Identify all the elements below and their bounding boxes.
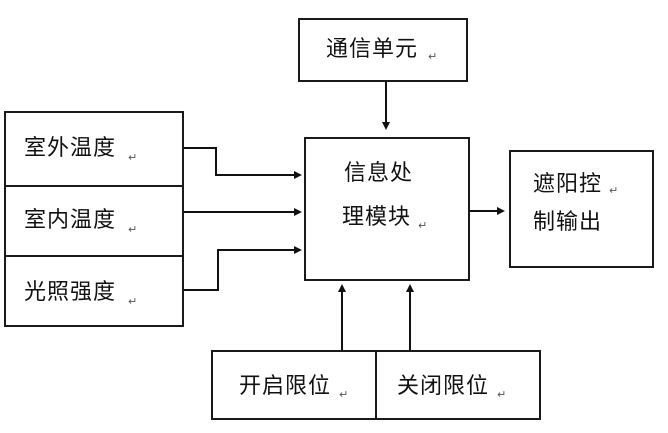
- outdoor-temp-box: 室外温度 ↵: [4, 111, 184, 187]
- processor-label-line2: 理模块: [342, 205, 412, 230]
- arrow-light-to-processor: [182, 246, 302, 291]
- paragraph-mark: ↵: [128, 223, 138, 236]
- shading-output-label-line1: 遮阳控: [533, 172, 603, 197]
- paragraph-mark: ↵: [609, 184, 619, 197]
- shading-output-box: 遮阳控 ↵ 制输出: [509, 150, 654, 268]
- outdoor-temp-label: 室外温度: [24, 136, 117, 161]
- paragraph-mark: ↵: [339, 388, 349, 401]
- paragraph-mark: ↵: [497, 388, 507, 401]
- processor-label-line1: 信息处: [344, 161, 414, 186]
- paragraph-mark: ↵: [418, 219, 428, 232]
- open-limit-label: 开启限位: [239, 374, 332, 399]
- shading-output-label-line2: 制输出: [533, 210, 603, 235]
- paragraph-mark: ↵: [128, 295, 138, 308]
- paragraph-mark: ↵: [428, 50, 438, 63]
- processor-box: 信息处 理模块 ↵: [304, 137, 470, 281]
- paragraph-mark: ↵: [128, 151, 138, 164]
- arrow-outdoor-to-processor: [182, 147, 302, 179]
- indoor-temp-box: 室内温度 ↵: [4, 185, 184, 257]
- open-limit-box: 开启限位 ↵: [211, 350, 377, 420]
- indoor-temp-label: 室内温度: [24, 208, 117, 233]
- light-intensity-label: 光照强度: [24, 280, 117, 305]
- close-limit-box: 关闭限位 ↵: [375, 350, 541, 420]
- close-limit-label: 关闭限位: [397, 374, 490, 399]
- comm-unit-box: 通信单元 ↵: [298, 18, 468, 82]
- light-intensity-box: 光照强度 ↵: [4, 255, 184, 327]
- comm-unit-label: 通信单元: [326, 37, 419, 62]
